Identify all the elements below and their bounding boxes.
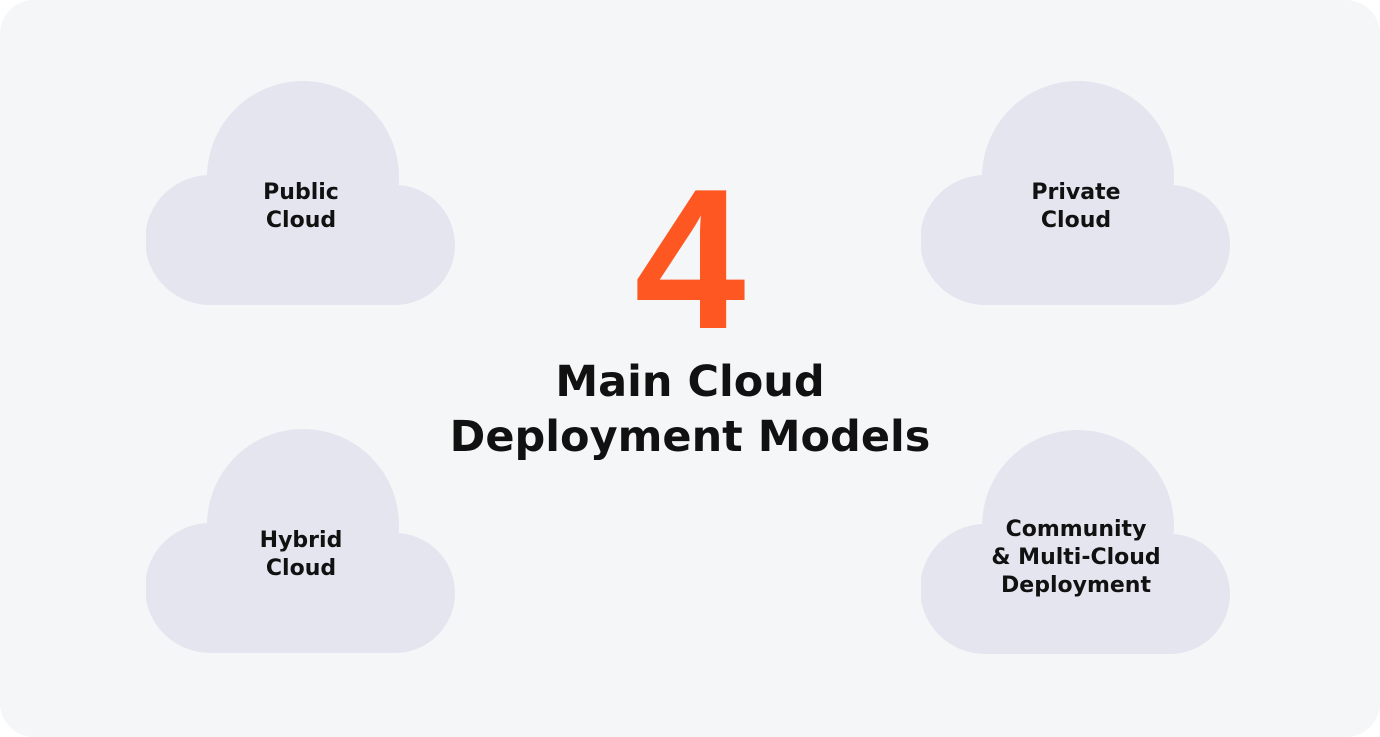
cloud-label: Private Cloud (1031, 180, 1121, 233)
cloud-shape-icon (921, 430, 1230, 654)
cloud-public: Public Cloud (146, 81, 456, 307)
cloud-shape-icon (146, 81, 455, 305)
cloud-shape-icon (146, 429, 455, 653)
cloud-private: Private Cloud (921, 81, 1231, 307)
headline-title: Main Cloud Deployment Models (449, 357, 931, 462)
cloud-label: Public Cloud (263, 180, 339, 233)
cloud-label: Hybrid Cloud (259, 528, 343, 581)
cloud-hybrid: Hybrid Cloud (146, 429, 456, 655)
headline-number: 4 (634, 148, 746, 371)
cloud-shape-icon (921, 81, 1230, 305)
cloud-community-multi: Community & Multi-Cloud Deployment (921, 430, 1231, 656)
cloud-label: Community & Multi-Cloud Deployment (991, 517, 1161, 598)
